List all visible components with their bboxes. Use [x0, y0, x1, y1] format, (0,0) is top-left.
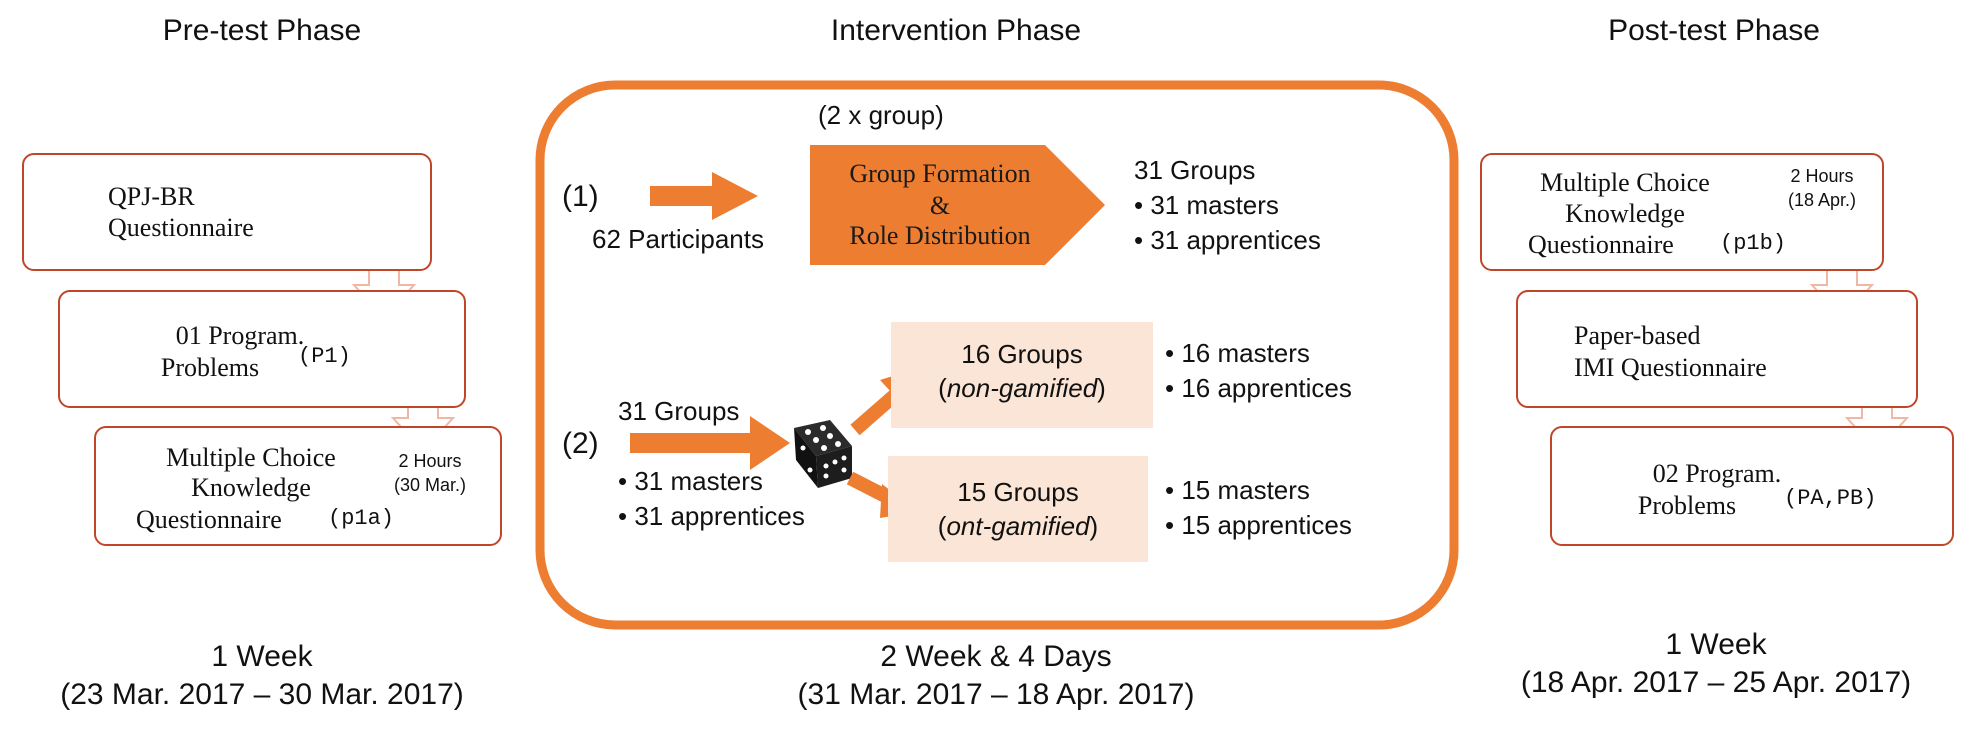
branch-b-item-apprentices: • 15 apprentices: [1165, 510, 1352, 540]
pretest-duration-line1: 1 Week: [211, 640, 313, 673]
branch-ontgamified-box: 15 Groups (ont-gamified): [888, 456, 1148, 562]
intervention-title: Intervention Phase: [830, 14, 1082, 47]
pretest-mcq-box: Multiple Choice Knowledge Questionnaire …: [94, 426, 502, 546]
result-block: 31 Groups • 31 masters • 31 apprentices: [1134, 153, 1321, 258]
posttest-box2-line2: IMI Questionnaire: [1574, 353, 1767, 382]
formation-chevron: [810, 145, 1105, 265]
posttest-duration: 1 Week (18 Apr. 2017 – 25 Apr. 2017): [1456, 626, 1973, 701]
groups-item-apprentices: • 31 apprentices: [618, 501, 805, 531]
pretest-questionnaire-box: QPJ-BR Questionnaire: [22, 153, 432, 271]
step1-arrow: [650, 172, 758, 220]
formation-line2: &: [929, 191, 951, 220]
pretest-box3-line1: Multiple Choice: [166, 443, 336, 472]
pretest-box2-code: (P1): [298, 344, 351, 369]
branch-b-list: • 15 masters • 15 apprentices: [1165, 473, 1352, 543]
pretest-problems-box: 01 Program. Problems (P1): [58, 290, 466, 408]
result-item-masters: • 31 masters: [1134, 190, 1279, 220]
posttest-mcq-box: Multiple Choice Knowledge Questionnaire …: [1480, 153, 1884, 271]
branch-a-item-masters: • 16 masters: [1165, 338, 1310, 368]
participants-label: 62 Participants: [592, 224, 764, 254]
branch-b-title: 15 Groups: [957, 477, 1079, 507]
posttest-box3-line2: Problems: [1637, 491, 1737, 520]
pretest-box2-line1: 01 Program.: [175, 321, 305, 350]
intervention-duration-line2: (31 Mar. 2017 – 18 Apr. 2017): [797, 677, 1195, 711]
step2-label: (2): [562, 427, 599, 460]
dice-icon: [794, 420, 852, 488]
groups-item-masters: • 31 masters: [618, 466, 763, 496]
pretest-box3-note1: 2 Hours: [398, 451, 462, 471]
branch-a-sub: (non-gamified): [938, 373, 1106, 403]
posttest-duration-line1: 1 Week: [1665, 628, 1767, 661]
posttest-box1-line3: Questionnaire: [1528, 230, 1674, 259]
pretest-box2-line2: Problems: [160, 353, 260, 382]
posttest-box1-note2: (18 Apr.): [1787, 190, 1857, 210]
posttest-imi-box: Paper-based IMI Questionnaire: [1516, 290, 1918, 408]
branch-a-item-apprentices: • 16 apprentices: [1165, 373, 1352, 403]
step1-label: (1): [562, 180, 599, 213]
pretest-box3-line3: Questionnaire: [136, 505, 282, 534]
branch-b-sub: (ont-gamified): [937, 511, 1099, 541]
intervention-frame: [535, 80, 1459, 630]
posttest-box3-line1: 02 Program.: [1652, 459, 1782, 488]
step2-arrow: [630, 416, 790, 470]
branch-a-title: 16 Groups: [961, 339, 1083, 369]
posttest-box1-line1: Multiple Choice: [1540, 168, 1710, 197]
posttest-box1-code: (p1b): [1720, 231, 1787, 256]
groups-title: 31 Groups: [618, 396, 740, 426]
formation-line3: Role Distribution: [849, 221, 1031, 250]
posttest-box1-line2: Knowledge: [1565, 199, 1685, 228]
posttest-title: Post-test Phase: [1608, 14, 1820, 47]
pretest-duration: 1 Week (23 Mar. 2017 – 30 Mar. 2017): [2, 638, 522, 713]
groups-list: • 31 masters • 31 apprentices: [618, 464, 805, 534]
posttest-box1-note1: 2 Hours: [1790, 166, 1854, 186]
intervention-duration: 2 Week & 4 Days (31 Mar. 2017 – 18 Apr. …: [736, 638, 1256, 713]
pretest-box1-line1: QPJ-BR: [108, 182, 195, 211]
branch-a-list: • 16 masters • 16 apprentices: [1165, 336, 1352, 406]
pretest-box3-note2: (30 Mar.): [393, 475, 467, 495]
posttest-box2-line1: Paper-based: [1574, 321, 1701, 350]
pretest-title: Pre-test Phase: [162, 14, 362, 47]
posttest-box3-code: (PA,PB): [1784, 486, 1877, 511]
intervention-duration-line1: 2 Week & 4 Days: [880, 640, 1112, 673]
branch-b-item-masters: • 15 masters: [1165, 475, 1310, 505]
pretest-box3-line2: Knowledge: [191, 473, 311, 502]
formation-line1: Group Formation: [849, 159, 1031, 188]
branch-nongamified-box: 16 Groups (non-gamified): [891, 322, 1153, 428]
posttest-duration-line2: (18 Apr. 2017 – 25 Apr. 2017): [1520, 665, 1912, 699]
pretest-duration-line2: (23 Mar. 2017 – 30 Mar. 2017): [60, 677, 464, 711]
posttest-problems-box: 02 Program. Problems (PA,PB): [1550, 426, 1954, 546]
result-title: 31 Groups: [1134, 155, 1256, 185]
result-item-apprentices: • 31 apprentices: [1134, 225, 1321, 255]
intervention-factor: (2 x group): [818, 100, 944, 130]
pretest-box1-line2: Questionnaire: [108, 213, 254, 242]
pretest-box3-code: (p1a): [328, 506, 395, 531]
